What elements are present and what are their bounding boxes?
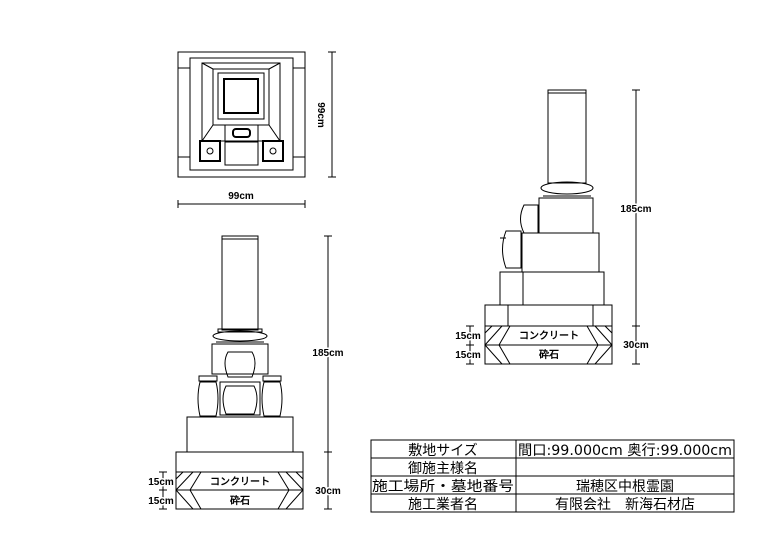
side-dimensions: 185cm 30cm 15cm 15cm	[454, 89, 653, 365]
front-gravel-label: 15cm	[148, 496, 174, 507]
front-dimensions: 185cm 30cm 15cm 15cm	[147, 235, 345, 510]
plan-dimension-width: 99cm	[177, 191, 306, 208]
front-concrete-text: コンクリート	[210, 476, 270, 488]
side-view: コンクリート 砕石	[484, 89, 613, 365]
contractor-label: 施工業者名	[408, 497, 478, 513]
side-height-label: 185cm	[620, 204, 651, 215]
client-name-label: 御施主様名	[408, 461, 478, 477]
title-block: 敷地サイズ 間口:99.000cm 奥行:99.000cm 御施主様名 施工場所…	[370, 439, 735, 513]
side-concrete-text: コンクリート	[519, 330, 579, 342]
location-value: 瑞穂区中根霊園	[576, 479, 674, 495]
front-view: コンクリート 砕石	[175, 235, 304, 510]
side-foundation-label: 30cm	[623, 340, 649, 351]
side-gravel-text: 砕石	[539, 348, 559, 361]
front-gravel-text: 砕石	[230, 494, 250, 507]
side-concrete-label: 15cm	[455, 331, 481, 342]
front-concrete-label: 15cm	[148, 477, 174, 488]
plan-width-label: 99cm	[228, 191, 254, 202]
site-size-value: 間口:99.000cm 奥行:99.000cm	[518, 442, 732, 459]
front-height-label: 185cm	[312, 348, 343, 359]
plan-view	[177, 51, 306, 178]
location-label: 施工場所・墓地番号	[372, 479, 514, 495]
contractor-value: 有限会社 新海石材店	[555, 497, 695, 513]
site-size-label: 敷地サイズ	[408, 443, 478, 459]
side-gravel-label: 15cm	[455, 350, 481, 361]
plan-depth-label: 99cm	[315, 102, 326, 128]
plan-dimension-depth: 99cm	[315, 51, 336, 178]
front-foundation-label: 30cm	[315, 486, 341, 497]
